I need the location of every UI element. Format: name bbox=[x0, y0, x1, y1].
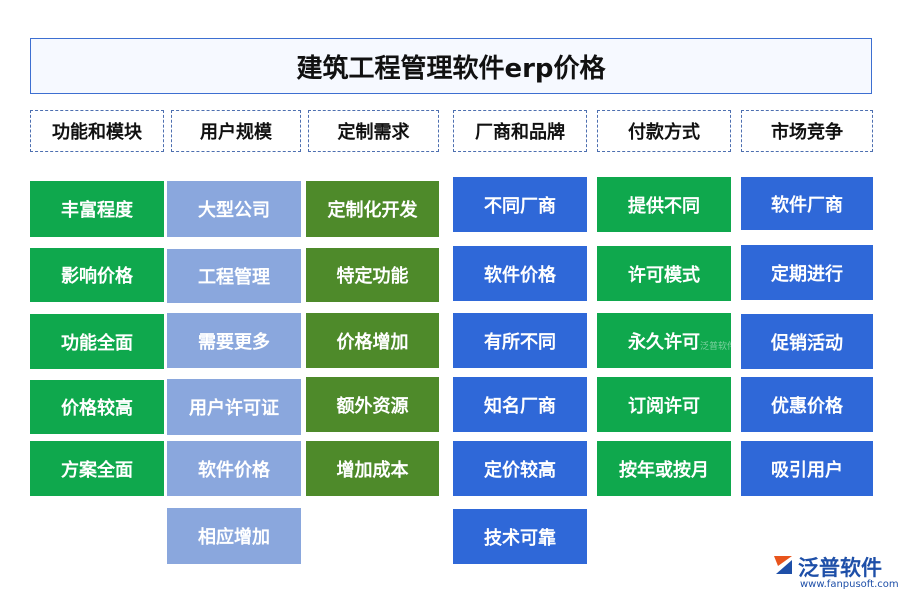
vendor-cell: 知名厂商 bbox=[453, 377, 587, 432]
function-cell: 影响价格 bbox=[30, 248, 164, 302]
market-cell: 吸引用户 bbox=[741, 441, 873, 496]
column-header-payment: 付款方式 bbox=[597, 110, 731, 152]
market-cell: 定期进行 bbox=[741, 245, 873, 300]
column-header-custom: 定制需求 bbox=[308, 110, 439, 152]
user-scale-cell: 工程管理 bbox=[167, 249, 301, 303]
logo-name: 泛普软件 bbox=[798, 556, 882, 580]
vendor-cell: 技术可靠 bbox=[453, 509, 587, 564]
fanpu-logo-icon bbox=[774, 556, 792, 574]
payment-cell: 许可模式 bbox=[597, 246, 731, 301]
custom-cell: 价格增加 bbox=[306, 313, 439, 368]
vendor-cell: 有所不同 bbox=[453, 313, 587, 368]
vendor-cell: 软件价格 bbox=[453, 246, 587, 301]
watermark: 泛普软件 bbox=[700, 342, 737, 352]
function-cell: 功能全面 bbox=[30, 314, 164, 369]
column-header-user-scale: 用户规模 bbox=[171, 110, 301, 152]
custom-cell: 额外资源 bbox=[306, 377, 439, 432]
vendor-cell: 不同厂商 bbox=[453, 177, 587, 232]
diagram-title: 建筑工程管理软件erp价格 bbox=[30, 38, 872, 94]
function-cell: 丰富程度 bbox=[30, 181, 164, 237]
function-cell: 方案全面 bbox=[30, 441, 164, 496]
payment-cell: 永久许可 bbox=[597, 313, 731, 368]
user-scale-cell: 大型公司 bbox=[167, 181, 301, 237]
payment-cell: 订阅许可 bbox=[597, 377, 731, 432]
function-cell: 价格较高 bbox=[30, 380, 164, 434]
custom-cell: 增加成本 bbox=[306, 441, 439, 496]
custom-cell: 特定功能 bbox=[306, 248, 439, 302]
column-header-market: 市场竞争 bbox=[741, 110, 873, 152]
logo-url: www.fanpusoft.com bbox=[800, 579, 899, 590]
user-scale-cell: 需要更多 bbox=[167, 313, 301, 368]
vendor-cell: 定价较高 bbox=[453, 441, 587, 496]
custom-cell: 定制化开发 bbox=[306, 181, 439, 237]
fanpu-logo: 泛普软件 www.fanpusoft.com bbox=[770, 552, 899, 592]
user-scale-cell: 软件价格 bbox=[167, 441, 301, 496]
market-cell: 优惠价格 bbox=[741, 377, 873, 432]
payment-cell: 按年或按月 bbox=[597, 441, 731, 496]
user-scale-cell: 相应增加 bbox=[167, 508, 301, 564]
column-header-function: 功能和模块 bbox=[30, 110, 164, 152]
user-scale-cell: 用户许可证 bbox=[167, 379, 301, 435]
column-header-vendor: 厂商和品牌 bbox=[453, 110, 587, 152]
market-cell: 软件厂商 bbox=[741, 177, 873, 230]
market-cell: 促销活动 bbox=[741, 314, 873, 369]
payment-cell: 提供不同 bbox=[597, 177, 731, 232]
